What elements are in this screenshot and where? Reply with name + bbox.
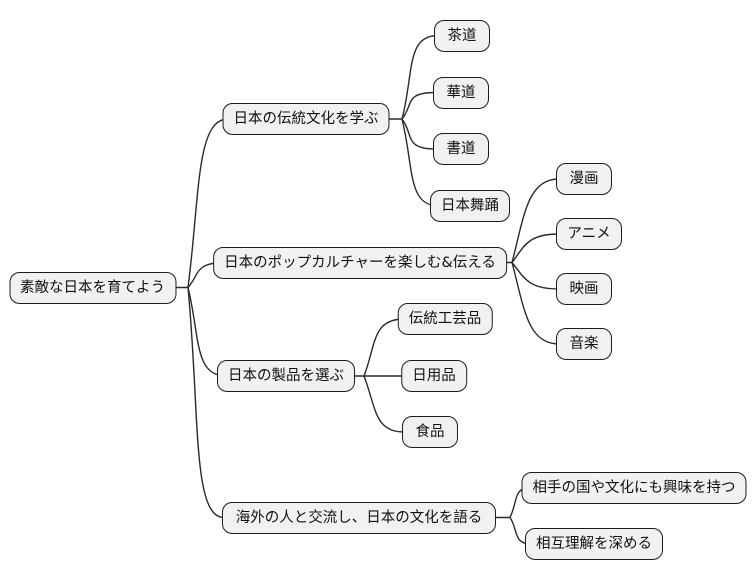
- leaf-node-music[interactable]: 音楽: [556, 327, 612, 361]
- connector-root-to-traditional-culture: [187, 118, 229, 289]
- leaf-node-tea-ceremony[interactable]: 茶道: [434, 19, 490, 52]
- branch-node-traditional-culture[interactable]: 日本の伝統文化を学ぶ: [222, 102, 390, 136]
- leaf-node-movies[interactable]: 映画: [556, 272, 612, 306]
- leaf-node-manga[interactable]: 漫画: [556, 162, 612, 196]
- connector-to-manga: [511, 178, 560, 264]
- connector-to-traditional-crafts: [363, 318, 405, 377]
- connector-to-music: [511, 261, 560, 345]
- branch-node-products[interactable]: 日本の製品を選ぶ: [217, 359, 355, 393]
- leaf-node-ikebana[interactable]: 華道: [433, 76, 489, 109]
- connector-to-ikebana: [401, 91, 437, 120]
- connector-to-food: [363, 375, 405, 433]
- branch-node-international-exchange[interactable]: 海外の人と交流し、日本の文化を語る: [222, 501, 496, 534]
- branch-node-pop-culture[interactable]: 日本のポップカルチャーを楽しむ&伝える: [213, 246, 507, 279]
- leaf-node-traditional-crafts[interactable]: 伝統工芸品: [397, 302, 493, 336]
- leaf-node-japanese-dance[interactable]: 日本舞踊: [430, 189, 510, 223]
- connector-to-movies: [511, 261, 560, 290]
- node-root[interactable]: 素敵な日本を育てよう: [9, 271, 176, 304]
- leaf-node-food[interactable]: 食品: [402, 415, 458, 449]
- leaf-node-interest-in-other-cultures[interactable]: 相手の国や文化にも興味を持つ: [521, 471, 747, 504]
- connector-to-tea-ceremony: [401, 34, 439, 120]
- connector-root-to-products: [187, 286, 227, 377]
- connector-to-japanese-dance: [401, 118, 440, 207]
- connector-root-to-international-exchange: [187, 286, 225, 519]
- leaf-node-calligraphy[interactable]: 書道: [433, 132, 489, 166]
- connector-to-anime: [511, 233, 560, 264]
- leaf-node-daily-goods[interactable]: 日用品: [401, 359, 467, 393]
- connector-to-calligraphy: [401, 118, 437, 150]
- leaf-node-mutual-understanding[interactable]: 相互理解を深める: [525, 527, 663, 561]
- leaf-node-anime[interactable]: アニメ: [556, 217, 622, 251]
